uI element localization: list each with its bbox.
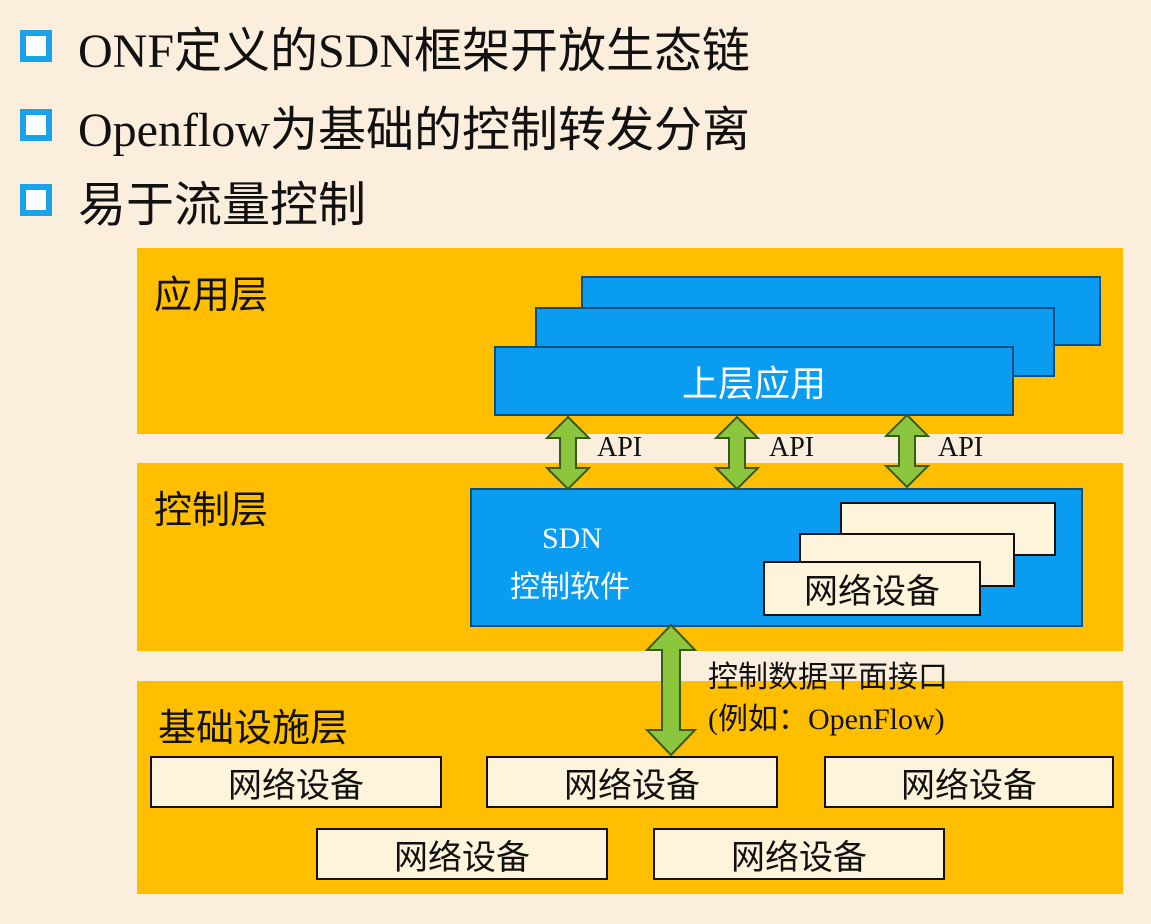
interface-example-label: (例如：OpenFlow) [708, 703, 945, 736]
infrastructure-layer-title: 基础设施层 [158, 706, 349, 750]
upper-application-label: 上层应用 [681, 364, 826, 405]
network-device-3: 网络设备 [824, 756, 1114, 808]
network-device-4: 网络设备 [316, 828, 608, 880]
sdn-software-label: 控制软件 [510, 570, 630, 605]
sdn-controller-box: SDN 控制软件 网络设备 [470, 488, 1083, 627]
control-layer-title: 控制层 [154, 488, 269, 532]
application-layer-title: 应用层 [154, 273, 269, 317]
api-label-2: API [769, 432, 815, 463]
square-bullet-icon [20, 109, 52, 141]
control-layer: 控制层 SDN 控制软件 网络设备 [137, 463, 1123, 651]
api-arrow-1 [544, 415, 592, 491]
network-device-1: 网络设备 [150, 756, 442, 808]
network-device-2: 网络设备 [486, 756, 778, 808]
network-device-5: 网络设备 [653, 828, 945, 880]
api-arrow-2 [713, 415, 761, 491]
api-label-3: API [938, 432, 984, 463]
api-arrow-3 [883, 413, 931, 489]
bullet-1: ONF定义的SDN框架开放生态链 [20, 11, 750, 81]
application-layer: 应用层 上层应用 [137, 248, 1123, 434]
bullet-text: 易于流量控制 [78, 179, 367, 232]
bullet-2: Openflow为基础的控制转发分离 [20, 90, 750, 160]
upper-application-box: 上层应用 [494, 346, 1014, 416]
bullet-text: ONF定义的SDN框架开放生态链 [78, 25, 751, 78]
bullet-3: 易于流量控制 [20, 165, 366, 235]
interface-label: 控制数据平面接口 [708, 660, 948, 695]
bullet-text: Openflow为基础的控制转发分离 [78, 104, 750, 157]
api-label-1: API [597, 432, 643, 463]
sdn-label: SDN [542, 522, 603, 555]
interface-arrow [644, 623, 698, 757]
square-bullet-icon [20, 30, 52, 62]
controller-network-device: 网络设备 [763, 561, 981, 616]
square-bullet-icon [20, 184, 52, 216]
